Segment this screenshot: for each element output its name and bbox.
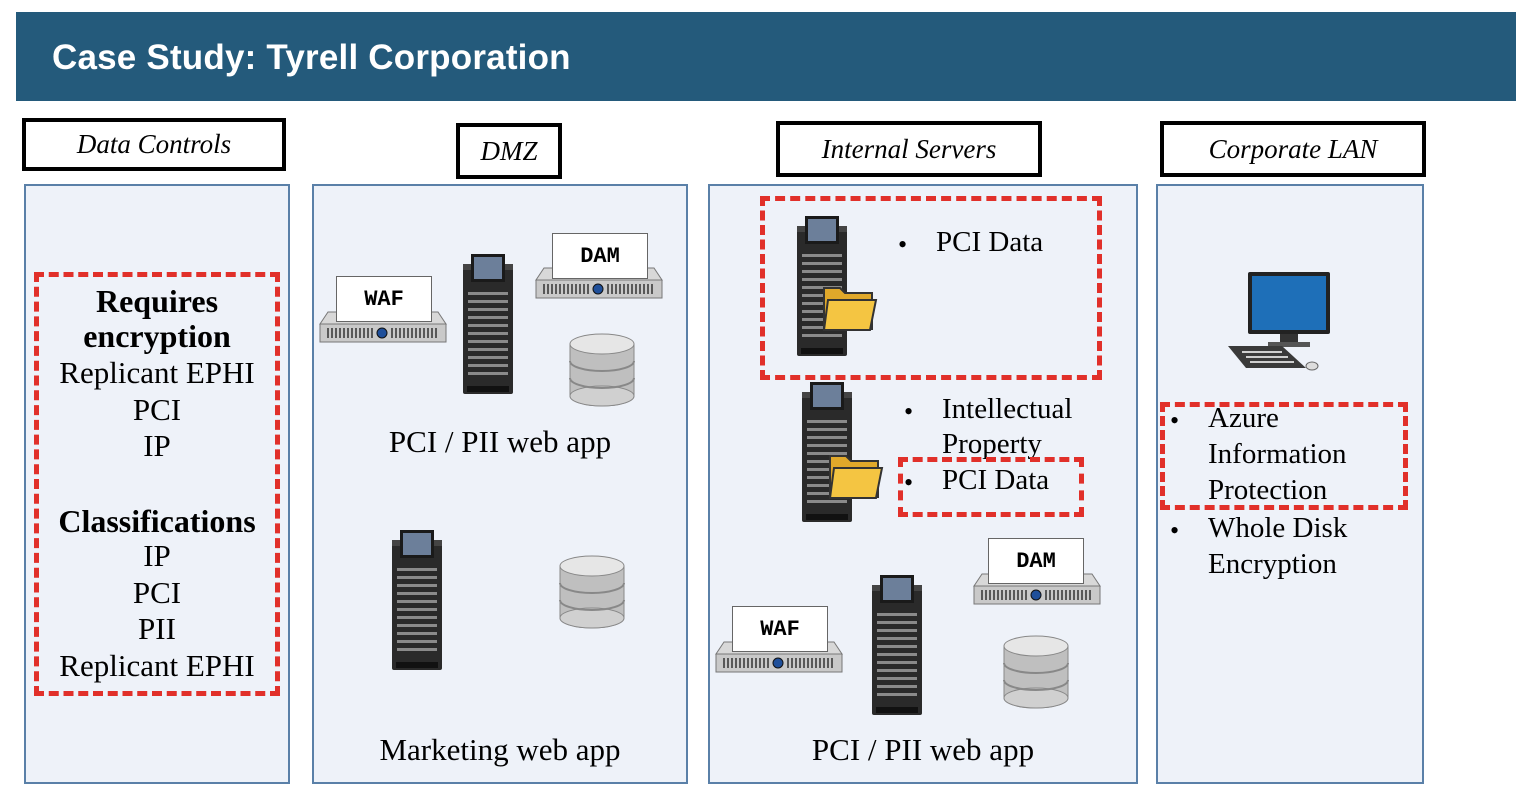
- database-icon: [569, 333, 635, 407]
- database-icon: [1003, 635, 1069, 709]
- corporate-item2-line1: Whole Disk: [1208, 512, 1348, 544]
- internal-dashed-box-1: [760, 196, 1102, 380]
- header-data-controls-label: Data Controls: [76, 129, 232, 159]
- requires-heading-1: Requires: [95, 283, 219, 319]
- header-dmz: DMZ: [456, 123, 562, 179]
- dmz-app1-label: PCI / PII web app: [388, 424, 612, 459]
- desktop-computer-icon: [1228, 272, 1330, 371]
- bullet-icon: •: [1170, 516, 1180, 545]
- header-dmz-label: DMZ: [480, 135, 538, 166]
- waf-label-box: WAF: [336, 276, 432, 322]
- internal-server2-item1-line2: Property: [942, 428, 1042, 460]
- requires-item: PCI: [132, 392, 182, 427]
- data-controls-dashed-box: [34, 272, 280, 696]
- header-internal-servers: Internal Servers: [776, 121, 1042, 177]
- dam-label: DAM: [1016, 548, 1056, 574]
- bullet-icon: •: [898, 230, 908, 259]
- server-tower-icon: [872, 575, 922, 715]
- bullet-icon: •: [1170, 406, 1180, 435]
- corporate-item1-line3: Protection: [1208, 474, 1328, 506]
- internal-dashed-box-2: [898, 457, 1084, 517]
- page-title: Case Study: Tyrell Corporation: [52, 38, 571, 77]
- corporate-item1-line2: Information: [1208, 438, 1347, 470]
- requires-item: Replicant EPHI: [59, 355, 255, 390]
- requires-heading-2: encryption: [83, 318, 231, 354]
- requires-item: IP: [143, 428, 171, 463]
- title-bar: Case Study: Tyrell Corporation: [16, 12, 1516, 101]
- folder-icon: [823, 287, 877, 331]
- classifications-heading: Classifications: [58, 503, 256, 539]
- dam-label: DAM: [580, 243, 620, 269]
- dam-label-box: DAM: [988, 538, 1084, 584]
- bullet-icon: •: [904, 397, 914, 426]
- waf-label: WAF: [760, 616, 800, 642]
- header-corporate-lan: Corporate LAN: [1160, 121, 1426, 177]
- waf-label-box: WAF: [732, 606, 828, 652]
- database-icon: [559, 555, 625, 629]
- panel-data-controls: [24, 184, 290, 784]
- internal-server2-item1-line1: Intellectual: [942, 393, 1073, 425]
- waf-label: WAF: [364, 286, 404, 312]
- dam-label-box: DAM: [552, 233, 648, 279]
- dmz-app2-label: Marketing web app: [379, 732, 621, 767]
- bullet-icon: •: [904, 468, 914, 497]
- corporate-item2-line2: Encryption: [1208, 548, 1337, 580]
- server-tower-icon: [392, 530, 442, 670]
- folder-icon: [829, 455, 883, 499]
- header-internal-label: Internal Servers: [821, 133, 997, 164]
- classification-item: IP: [143, 538, 171, 573]
- classification-item: PCI: [132, 575, 182, 610]
- internal-server2-item2: PCI Data: [942, 464, 1050, 497]
- classification-item: Replicant EPHI: [59, 648, 255, 683]
- corporate-dashed-box: [1160, 402, 1408, 510]
- corporate-item1-line1: Azure: [1208, 402, 1279, 434]
- server-tower-icon: [463, 254, 513, 394]
- header-corporate-label: Corporate LAN: [1208, 133, 1378, 164]
- header-data-controls: Data Controls: [22, 118, 286, 171]
- classification-item: PII: [138, 611, 176, 646]
- internal-app-label: PCI / PII web app: [811, 732, 1035, 767]
- internal-server1-item: PCI Data: [936, 226, 1044, 258]
